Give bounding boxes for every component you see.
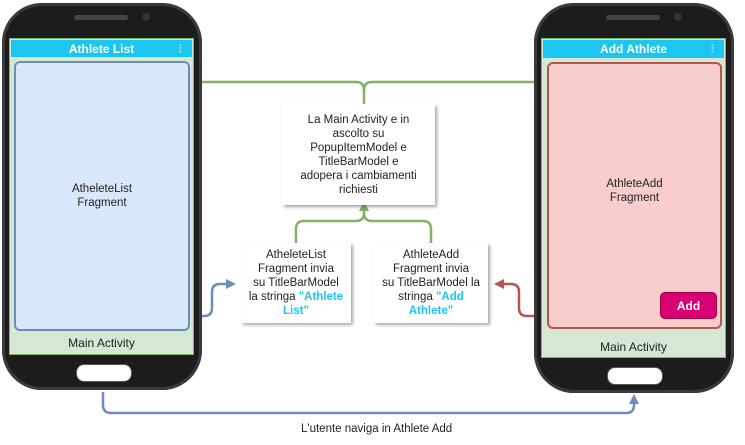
note-line: stringa "Add — [382, 290, 480, 304]
note-line: richiesti — [339, 183, 378, 196]
earpiece — [606, 15, 660, 20]
highlighted-string: Athlete" — [408, 305, 454, 317]
arrow-right-fragment-to-note — [494, 279, 547, 318]
fragment-label-line2: Fragment — [77, 197, 127, 209]
left-title-bar: Athlete List ⋮ — [11, 40, 192, 57]
left-screen: Athlete List ⋮ AtheleteList Fragment Mai… — [9, 38, 194, 355]
note-line: adopera i cambiamenti — [300, 169, 417, 182]
note-line: su TitleBarModel — [253, 277, 339, 289]
note-line: Fragment invia — [392, 263, 470, 275]
note-line: su TitleBarModel la — [382, 277, 480, 289]
right-title-bar: Add Athlete ⋮ — [543, 40, 724, 58]
note-line: TitleBarModel e — [318, 155, 399, 168]
add-button[interactable]: Add — [660, 292, 717, 319]
camera — [674, 13, 682, 21]
right-note: AthleteAdd Fragment invia su TitleBarMod… — [374, 243, 488, 323]
menu-icon[interactable]: ⋮ — [175, 43, 186, 55]
highlighted-string: "Add — [435, 291, 464, 303]
note-line: PopupItemModel e — [310, 141, 407, 154]
right-screen: Add Athlete ⋮ AthleteAdd Fragment Add Ma… — [541, 38, 726, 358]
fragment-label-line1: AthleteAdd — [606, 177, 663, 190]
left-note: AtheleteList Fragment invia su TitleBarM… — [241, 243, 351, 323]
main-activity-label: Main Activity — [68, 336, 135, 350]
note-line: La Main Activity e in — [307, 113, 410, 126]
athlete-add-fragment: AthleteAdd Fragment — [547, 62, 722, 329]
home-button[interactable] — [607, 367, 663, 385]
arrow-right-note-to-center — [362, 212, 433, 243]
arrow-navigation — [101, 392, 639, 415]
earpiece — [74, 15, 128, 20]
note-text: la stringa — [248, 291, 299, 303]
fragment-label-line2: Fragment — [609, 191, 660, 204]
note-line: AtheleteList — [265, 249, 327, 261]
main-activity-label: Main Activity — [600, 340, 667, 354]
note-line: Fragment invia — [257, 263, 335, 275]
home-button[interactable] — [76, 364, 132, 382]
fragment-label-line1: AtheleteList — [71, 183, 133, 195]
note-line: AthleteAdd — [402, 249, 460, 261]
highlighted-string: "Athlete — [298, 291, 344, 303]
note-line: la stringa "Athlete — [249, 290, 343, 304]
arrow-left-note-to-center — [294, 201, 369, 243]
highlighted-string: List" — [283, 305, 309, 317]
navigation-caption: L'utente naviga in Athlete Add — [301, 423, 453, 435]
note-line: ascolto su — [332, 127, 385, 140]
arrow-left-fragment-to-note — [188, 279, 236, 318]
athlete-list-fragment: AtheleteList Fragment — [14, 61, 190, 331]
camera — [142, 13, 150, 21]
right-title: Add Athlete — [600, 42, 667, 56]
note-text: stringa — [398, 291, 436, 303]
center-note: La Main Activity e in ascolto su PopupIt… — [282, 104, 435, 205]
left-title: Athlete List — [68, 41, 135, 56]
menu-icon[interactable]: ⋮ — [707, 43, 718, 55]
